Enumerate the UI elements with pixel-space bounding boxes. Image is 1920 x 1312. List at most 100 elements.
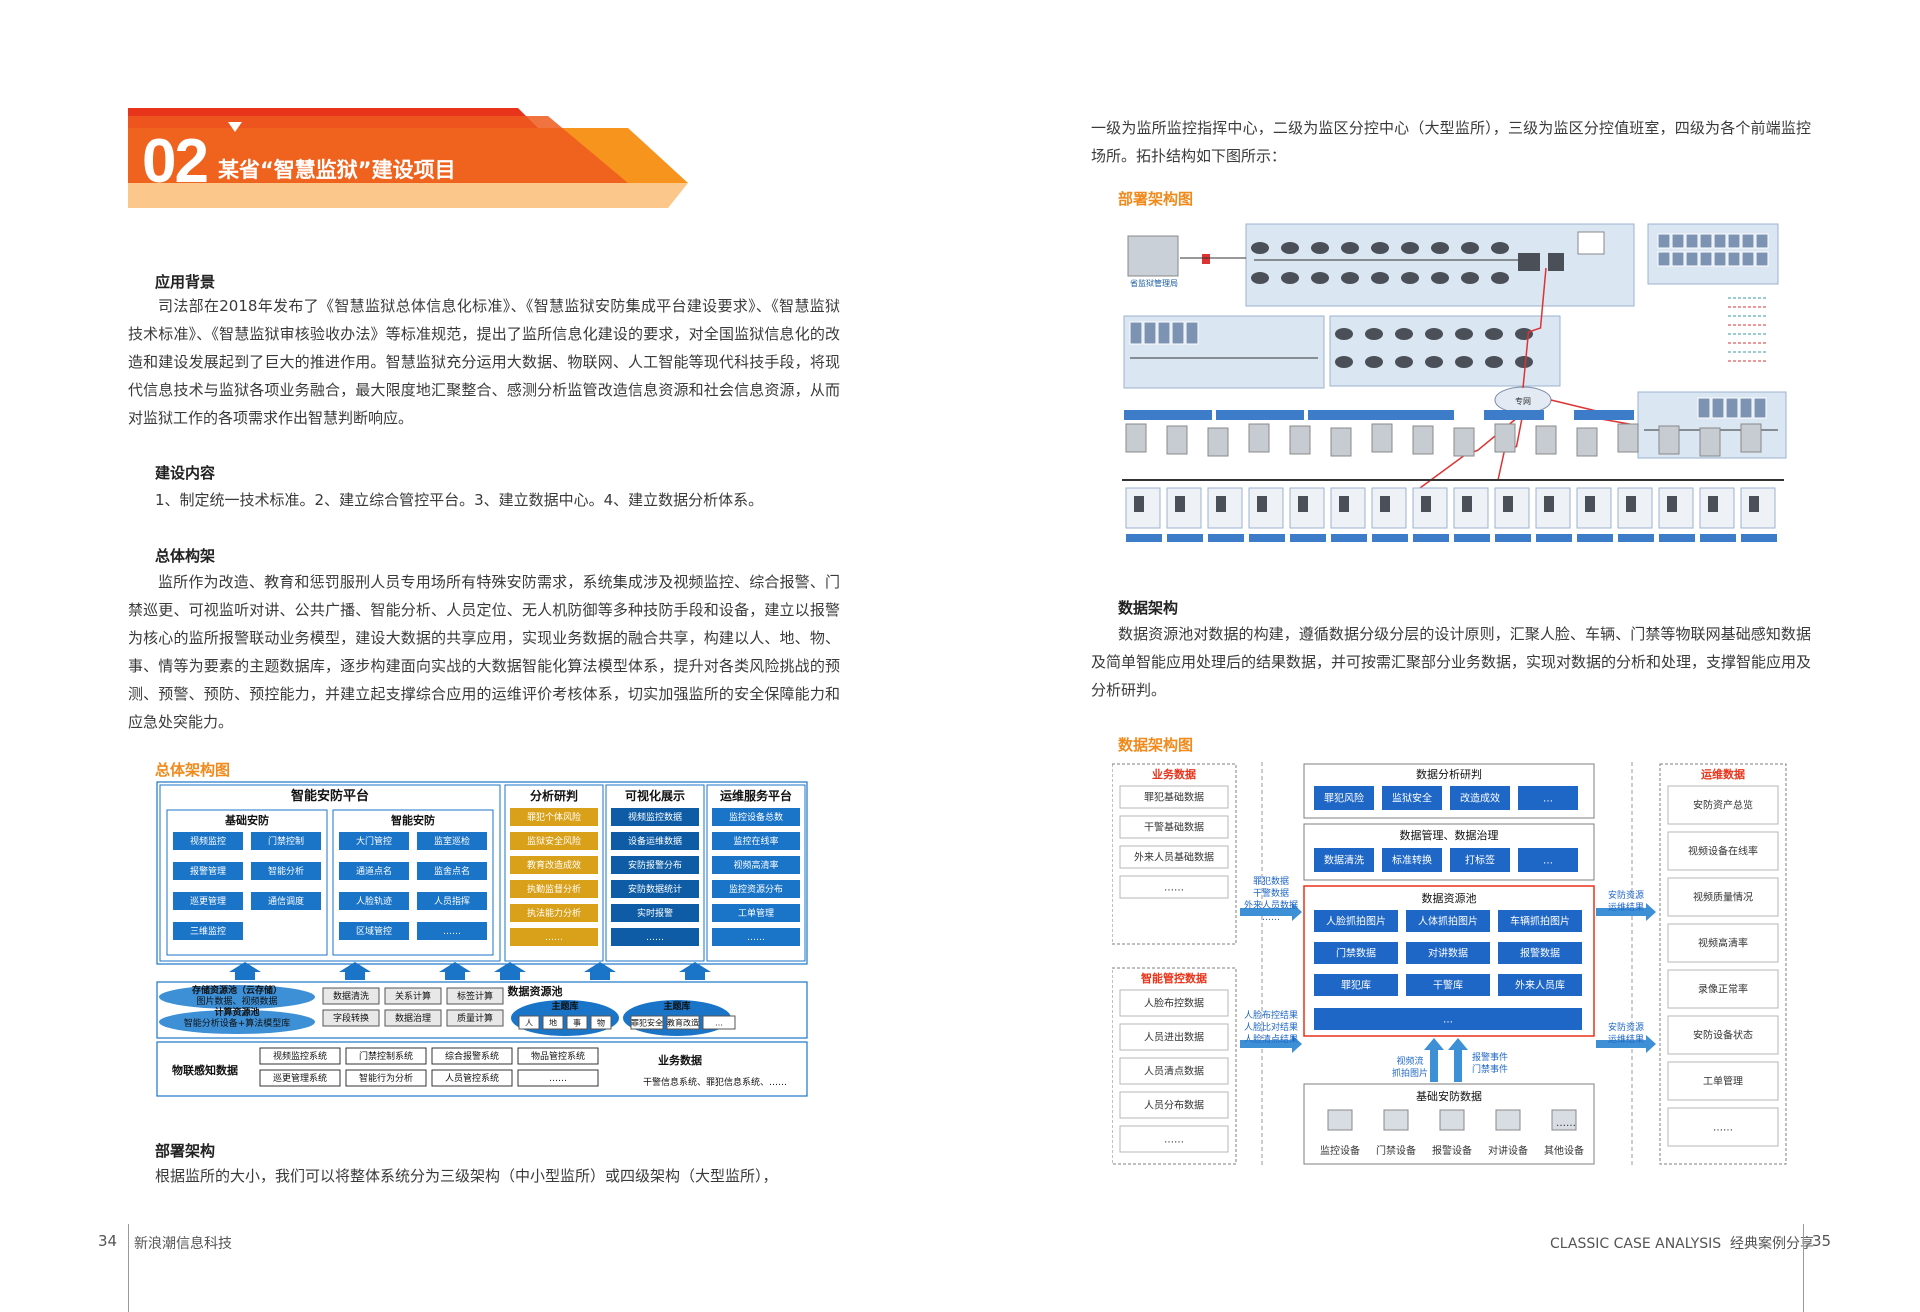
page-number-right: 35 (1812, 1232, 1832, 1250)
platform-item-box (712, 928, 800, 946)
biz-data-item-box (1119, 815, 1229, 839)
framework-body: 监所作为改造、教育和惩罚服刑人员专用场所有特殊安防需求，系统集成涉及视频监控、综… (128, 573, 840, 731)
endpoint-caption (1659, 534, 1695, 542)
endpoint-group (1207, 487, 1243, 529)
governance-title: 数据管理、数据治理 (1400, 828, 1499, 842)
cloud-label: 专网 (1515, 396, 1531, 406)
platform-item: 监舍点名 (434, 865, 470, 877)
platform-item: 区域管控 (356, 925, 392, 937)
monitor-tile (1713, 233, 1727, 249)
pool-op-box (446, 987, 504, 1005)
pool-op: 数据治理 (395, 1012, 431, 1024)
device-icon (1658, 425, 1680, 455)
up-arrow (229, 962, 261, 980)
flow-label-left-1: …… (1262, 913, 1280, 923)
theme-item: … (715, 1018, 723, 1027)
biz-text: 干警信息系统、罪犯信息系统、…… (643, 1076, 787, 1088)
theme-title: 主题库 (663, 1000, 690, 1012)
pool-op-box (446, 1009, 504, 1027)
endpoint-icon (1749, 496, 1759, 512)
pool-op-box (322, 987, 380, 1005)
pool-op: 数据清洗 (333, 990, 369, 1002)
platform-item: 门禁控制 (268, 835, 304, 847)
footer-brand: 新浪潮信息科技 (134, 1236, 232, 1252)
endpoint-caption (1618, 534, 1654, 542)
endpoint-caption (1413, 534, 1449, 542)
platform-item: …… (545, 933, 563, 943)
figure-title-data: 数据架构图 (1118, 736, 1194, 754)
endpoint-icon (1339, 496, 1349, 512)
device-icon (1494, 423, 1516, 453)
flow-label-left-2: 人脸比对结果 (1244, 1021, 1298, 1033)
iot-item: 巡更管理系统 (273, 1072, 327, 1084)
pool-item-box (1406, 910, 1490, 932)
iot-item-box (517, 1069, 599, 1087)
platform-item: 大门管控 (356, 835, 392, 847)
iot-layer-frame (156, 1041, 808, 1097)
camera-icon (1485, 328, 1503, 340)
building-icon (1127, 235, 1179, 277)
pool-item: 罪犯库 (1341, 979, 1371, 992)
group-header (1216, 410, 1304, 420)
governance-item: 数据清洗 (1324, 854, 1364, 867)
monitor-tile (1727, 233, 1741, 249)
base-more: …… (1556, 1118, 1576, 1129)
pool-op: 关系计算 (395, 990, 431, 1002)
biz-data-item-box (1119, 785, 1229, 809)
data-architecture-diagram: 业务数据罪犯基础数据干警基础数据外来人员基础数据……智能管控数据人脸布控数据人员… (1112, 762, 1787, 1166)
pool-op: 字段转换 (333, 1012, 369, 1024)
platform-item-box (251, 862, 321, 880)
storage-cylinder (159, 985, 315, 1009)
group-header (1124, 410, 1212, 420)
platform-item-box (712, 808, 800, 826)
camera-icon (1485, 356, 1503, 368)
biz-data-item-box (1119, 845, 1229, 869)
platform-item-box (712, 832, 800, 850)
theme-item: 教育改造 (667, 1017, 699, 1027)
platform-item: 设备运维数据 (628, 835, 682, 847)
pool-item: 干警库 (1433, 979, 1463, 992)
endpoint-caption (1126, 534, 1162, 542)
theme-title: 主题库 (551, 1000, 578, 1012)
flow-arrow-right-2 (1596, 1035, 1656, 1053)
theme-item-box (702, 1015, 736, 1030)
group-frame (332, 809, 494, 956)
monitor-tile (1671, 233, 1685, 249)
platform-item: 视频高清率 (733, 859, 778, 871)
endpoint-caption (1290, 534, 1326, 542)
group-header (1394, 410, 1454, 420)
iot-label: 物联感知数据 (172, 1063, 238, 1077)
theme-item: 物 (597, 1017, 605, 1027)
camera-icon (1455, 328, 1473, 340)
pool-item: 报警数据 (1520, 947, 1560, 960)
platform-item: 监控在线率 (733, 835, 778, 847)
endpoint-icon (1503, 496, 1513, 512)
camera-icon (1311, 272, 1329, 284)
background-body: 司法部在2018年发布了《智慧监狱总体信息化标准》、《智慧监狱安防集成平台建设要… (128, 297, 840, 427)
storage-label: 存储资源池（云存储） (192, 984, 282, 996)
monitor-tile (1143, 321, 1157, 345)
data-arch-heading: 数据架构 (1118, 599, 1179, 617)
camera-icon (1515, 328, 1533, 340)
pool-item-box (1314, 974, 1398, 996)
content-body: 1、制定统一技术标准。2、建立综合管控平台。3、建立数据中心。4、建立数据分析体… (155, 491, 764, 509)
endpoint-caption (1741, 534, 1777, 542)
device-icon (1166, 425, 1188, 455)
camera-icon (1251, 272, 1269, 284)
platform-item-box (251, 892, 321, 910)
device-icon (1327, 1109, 1353, 1131)
platform-item-box (510, 928, 598, 946)
up-arrow (494, 962, 526, 980)
device-icon (1439, 1109, 1465, 1131)
platform-item-box (712, 880, 800, 898)
platform-layer-frame (156, 781, 808, 965)
data-arch-body: 数据资源池对数据的构建，遵循数据分级分层的设计原则，汇聚人脸、车辆、门禁等物联网… (1091, 625, 1812, 699)
platform-item: …… (443, 927, 461, 937)
platform-item: 监室巡检 (434, 835, 470, 847)
endpoint-caption (1536, 534, 1572, 542)
monitor-tile (1129, 321, 1143, 345)
group-header (1308, 410, 1396, 420)
deploy-heading: 部署架构 (155, 1142, 216, 1160)
device-icon (1535, 425, 1557, 455)
flow-label-bottom-2: 报警事件 (1472, 1051, 1508, 1063)
